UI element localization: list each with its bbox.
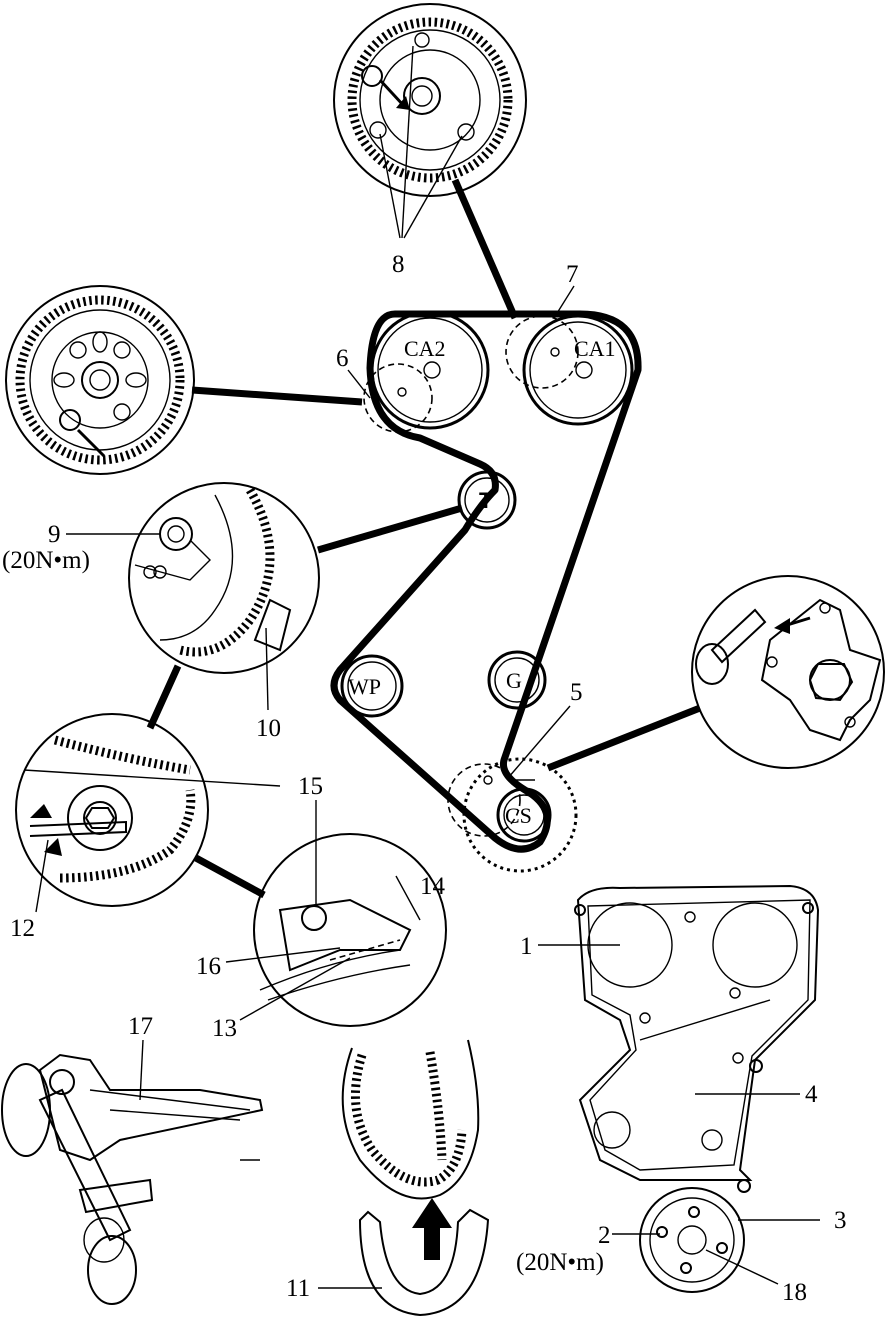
timing-mark-6 [363, 363, 433, 433]
callout-1: 1 [520, 933, 533, 960]
callout-15: 15 [298, 773, 323, 800]
belt-icon [341, 1039, 480, 1200]
callout-5: 5 [570, 679, 583, 706]
cam-sprocket-detail-left [5, 285, 195, 475]
pulley-label-ca2: CA2 [404, 336, 446, 361]
detail-connectors [146, 178, 702, 899]
callout-11: 11 [286, 1275, 310, 1302]
ca2-pulley: CA2 [363, 310, 490, 433]
callout-3: 3 [834, 1207, 847, 1234]
arrow-icon [412, 1198, 452, 1260]
locking-pin-icon [710, 608, 767, 664]
wrench-icon [38, 1053, 264, 1162]
arrow-icon [30, 804, 52, 818]
adjust-tool-detail [225, 800, 447, 1027]
ca1-pulley: CA1 [505, 314, 634, 426]
torque-label-9: (20N•m) [2, 547, 90, 574]
belt-inspection-detail [318, 1039, 490, 1317]
pulley-label-guide: G [506, 668, 522, 693]
callout-12: 12 [10, 915, 35, 942]
timing-belt-route [330, 310, 642, 853]
callout-17: 17 [128, 1013, 153, 1040]
callout-6: 6 [336, 345, 349, 372]
callout-10: 10 [256, 715, 281, 742]
pulley-label-ca1: CA1 [574, 336, 616, 361]
tensioner-icon [178, 487, 275, 657]
water-pump-pulley: WP [340, 654, 404, 718]
leaders [347, 285, 575, 779]
pulley-label-water-pump: WP [348, 674, 381, 699]
callout-7: 7 [566, 261, 579, 288]
cam-sprocket-detail-top [333, 3, 527, 239]
guide-pulley: G [487, 650, 547, 710]
pulley-label-crankshaft: CS [505, 803, 532, 828]
callout-labels: 1 2 3 4 5 6 7 8 9 (20N•m) 10 11 12 13 14… [2, 251, 847, 1306]
callout-9: 9 [48, 521, 61, 548]
timing-mark-5 [447, 763, 521, 837]
torque-label-2: (20N•m) [516, 1249, 604, 1276]
locking-pin-detail [691, 575, 885, 769]
callout-18: 18 [782, 1279, 807, 1306]
crank-pulley-icon [639, 1187, 745, 1293]
timing-cover-icon [576, 884, 820, 1181]
sprocket-icon [347, 17, 513, 183]
crank-pulley-detail [612, 1187, 820, 1293]
tensioner-adjust-detail [15, 713, 281, 913]
timing-mark-7 [505, 315, 579, 389]
callout-8: 8 [392, 251, 405, 278]
callout-16: 16 [196, 953, 221, 980]
pulley-label-tensioner: T [479, 488, 493, 513]
crankshaft-pulley: CS [447, 757, 578, 873]
tensioner-detail [66, 482, 320, 711]
tensioner-pulley: T [457, 470, 517, 530]
callout-13: 13 [212, 1015, 237, 1042]
timing-cover [538, 884, 820, 1193]
sprocket-icon [15, 295, 185, 465]
arrow-icon [378, 78, 406, 108]
callout-14: 14 [420, 873, 446, 900]
timing-belt [330, 310, 642, 853]
wrench-tool-detail [1, 1039, 264, 1305]
callout-2: 2 [598, 1222, 611, 1249]
callout-4: 4 [805, 1081, 818, 1108]
